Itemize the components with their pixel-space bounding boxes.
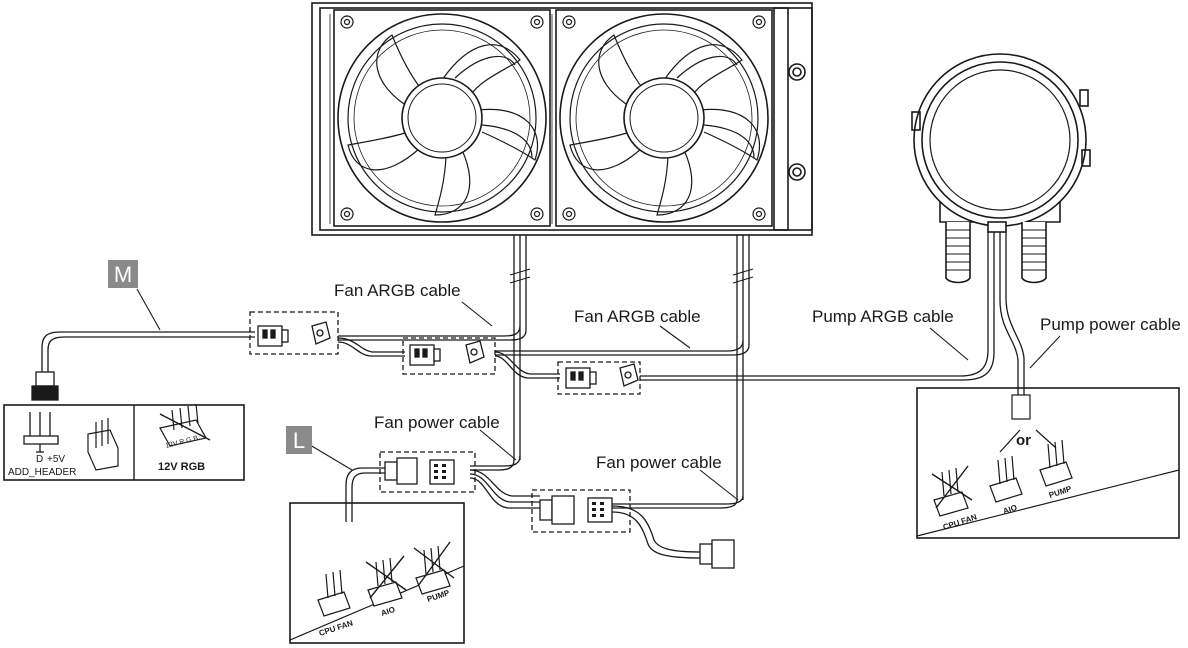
marker-l: L <box>286 426 312 454</box>
fan-header-panel: CPU FAN AIO PUMP <box>289 502 465 644</box>
fan-power-cable-label-1: Fan power cable <box>374 413 500 432</box>
pump-panel-or-text: or <box>1016 432 1031 449</box>
svg-text:L: L <box>293 428 305 453</box>
fan-panel-aio-label: AIO <box>380 605 396 618</box>
rgb-12v-header-icon-crossed <box>159 403 211 447</box>
pump-argb-cable-label: Pump ARGB cable <box>812 307 954 326</box>
pin-5v-label: +5V <box>47 454 65 465</box>
pump-header-panel: or CPU FAN AIO PUMP <box>916 387 1180 539</box>
pump-panel-aio-label: AIO <box>1002 503 1018 516</box>
argb-header-panel: D +5V ADD_HEADER 12V R G B 12V RGB <box>3 403 245 481</box>
svg-text:M: M <box>114 262 132 287</box>
pin-d-label: D <box>36 454 43 465</box>
fan-argb-cable-label-1: Fan ARGB cable <box>334 281 461 300</box>
cables <box>41 232 1025 559</box>
fan-argb-cable-label-2: Fan ARGB cable <box>574 307 701 326</box>
fan-power-cable-label-2: Fan power cable <box>596 453 722 472</box>
marker-m: M <box>108 260 138 288</box>
leader-lines <box>136 288 1061 501</box>
fan-1 <box>333 9 551 227</box>
fan-2 <box>555 9 773 227</box>
argb-plug-icon <box>87 418 119 471</box>
pump-head <box>911 53 1091 284</box>
rgb-12v-label: 12V RGB <box>158 461 205 473</box>
argb-header-icon <box>23 412 59 453</box>
add-header-label: ADD_HEADER <box>8 467 76 478</box>
pump-power-cable-label: Pump power cable <box>1040 315 1181 334</box>
